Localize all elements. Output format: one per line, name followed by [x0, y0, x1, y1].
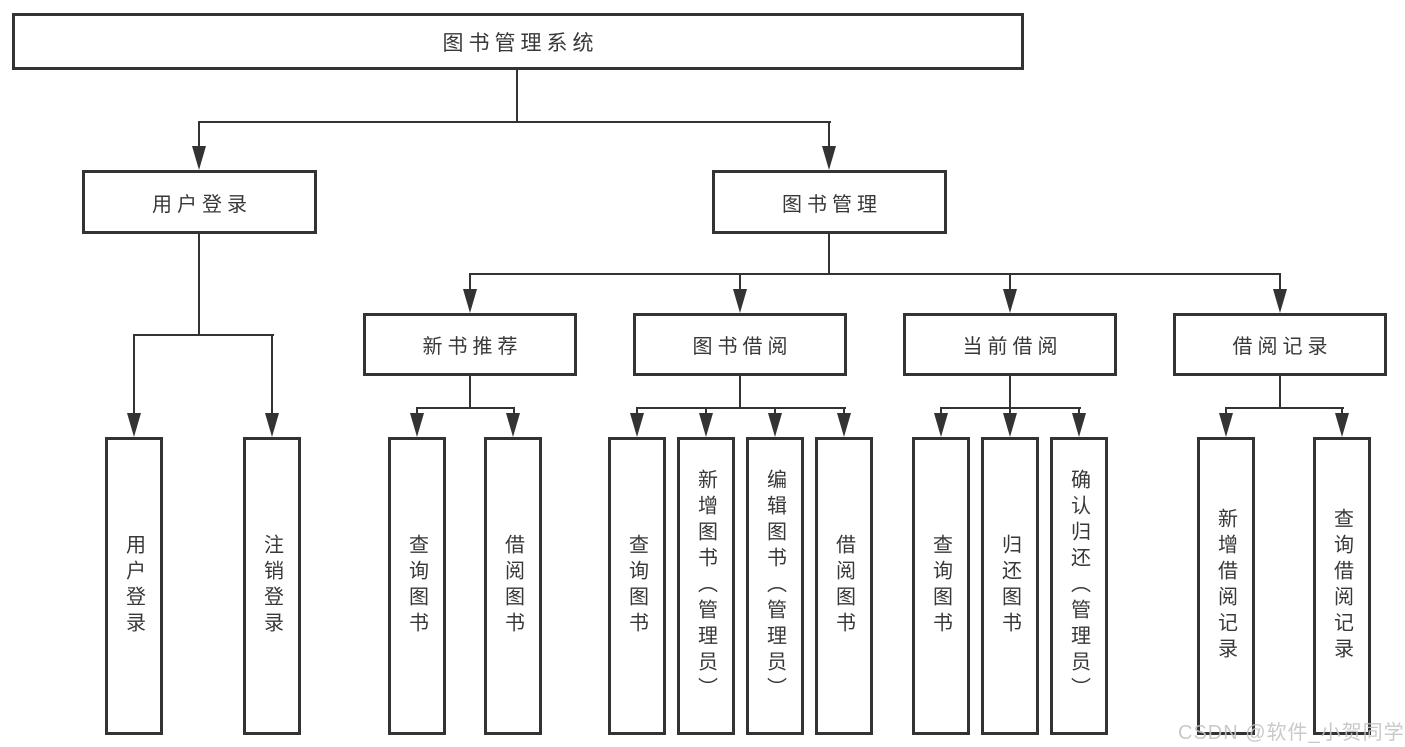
leaf-borrow-edit-book-admin-label: 编辑图书（管理员）	[763, 469, 786, 703]
connector-line	[828, 234, 830, 275]
arrow-down-icon	[192, 146, 206, 170]
arrow-down-icon	[1003, 289, 1017, 313]
leaf-borrow-borrow-book-label: 借阅图书	[832, 534, 855, 638]
leaf-borrow-query-book-label: 查询图书	[625, 534, 648, 638]
connector-line	[1279, 376, 1281, 409]
node-book-management-label: 图书管理	[782, 193, 882, 216]
arrow-down-icon	[463, 289, 477, 313]
arrow-down-icon	[410, 413, 424, 437]
node-new-book-recommend-label: 新书推荐	[422, 336, 523, 358]
connector-line	[198, 234, 200, 336]
leaf-logout: 注销登录	[243, 437, 301, 735]
connector-line	[1009, 376, 1011, 409]
arrow-down-icon	[1335, 413, 1349, 437]
node-current-borrow: 当前借阅	[903, 313, 1117, 376]
connector-line	[1009, 273, 1011, 293]
arrow-down-icon	[265, 413, 279, 437]
arrow-down-icon	[934, 413, 948, 437]
leaf-recommend-query-book-label: 查询图书	[405, 534, 428, 638]
connector-line	[416, 407, 515, 409]
connector-line	[1225, 407, 1344, 409]
leaf-recommend-borrow-book: 借阅图书	[484, 437, 542, 735]
leaf-logout-label: 注销登录	[260, 534, 283, 638]
arrow-down-icon	[768, 413, 782, 437]
connector-line	[469, 273, 471, 293]
node-new-book-recommend: 新书推荐	[363, 313, 577, 376]
leaf-current-confirm-return-admin-label: 确认归还（管理员）	[1067, 469, 1090, 703]
node-user-login: 用户登录	[82, 170, 317, 234]
arrow-down-icon	[822, 146, 836, 170]
connector-line	[198, 121, 831, 123]
arrow-down-icon	[699, 413, 713, 437]
leaf-current-query-book-label: 查询图书	[929, 534, 952, 638]
connector-line	[133, 334, 274, 336]
node-book-borrow: 图书借阅	[633, 313, 847, 376]
leaf-records-query-record: 查询借阅记录	[1313, 437, 1371, 735]
connector-line	[469, 273, 1281, 275]
arrow-down-icon	[506, 413, 520, 437]
node-borrow-records-label: 借阅记录	[1232, 336, 1333, 358]
node-root: 图书管理系统	[12, 13, 1024, 70]
connector-line	[739, 376, 741, 409]
arrow-down-icon	[1072, 413, 1086, 437]
connector-line	[133, 334, 135, 418]
leaf-borrow-add-book-admin-label: 新增图书（管理员）	[694, 469, 717, 703]
arrow-down-icon	[837, 413, 851, 437]
leaf-borrow-edit-book-admin: 编辑图书（管理员）	[746, 437, 804, 735]
arrow-down-icon	[1003, 413, 1017, 437]
arrow-down-icon	[1219, 413, 1233, 437]
leaf-records-query-record-label: 查询借阅记录	[1330, 508, 1353, 664]
leaf-current-query-book: 查询图书	[912, 437, 970, 735]
connector-line	[636, 407, 846, 409]
connector-line	[828, 121, 830, 151]
connector-line	[516, 70, 518, 122]
leaf-recommend-query-book: 查询图书	[388, 437, 446, 735]
leaf-current-return-book-label: 归还图书	[998, 534, 1021, 638]
leaf-borrow-borrow-book: 借阅图书	[815, 437, 873, 735]
leaf-current-return-book: 归还图书	[981, 437, 1039, 735]
node-book-borrow-label: 图书借阅	[692, 336, 793, 358]
node-book-management: 图书管理	[712, 170, 947, 234]
node-borrow-records: 借阅记录	[1173, 313, 1387, 376]
arrow-down-icon	[733, 289, 747, 313]
connector-line	[739, 273, 741, 293]
csdn-watermark: CSDN @软件_小贺同学	[1178, 722, 1405, 744]
leaf-borrow-add-book-admin: 新增图书（管理员）	[677, 437, 735, 735]
connector-line	[1279, 273, 1281, 293]
leaf-borrow-query-book: 查询图书	[608, 437, 666, 735]
node-root-label: 图书管理系统	[442, 31, 599, 55]
leaf-records-add-record-label: 新增借阅记录	[1214, 508, 1237, 664]
arrow-down-icon	[127, 413, 141, 437]
connector-line	[469, 376, 471, 409]
arrow-down-icon	[630, 413, 644, 437]
node-user-login-label: 用户登录	[152, 193, 252, 216]
connector-line	[198, 121, 200, 151]
leaf-user-login-label: 用户登录	[122, 534, 145, 638]
connector-line	[271, 334, 273, 418]
leaf-records-add-record: 新增借阅记录	[1197, 437, 1255, 735]
arrow-down-icon	[1273, 289, 1287, 313]
leaf-user-login: 用户登录	[105, 437, 163, 735]
leaf-recommend-borrow-book-label: 借阅图书	[501, 534, 524, 638]
leaf-current-confirm-return-admin: 确认归还（管理员）	[1050, 437, 1108, 735]
node-current-borrow-label: 当前借阅	[962, 336, 1063, 358]
